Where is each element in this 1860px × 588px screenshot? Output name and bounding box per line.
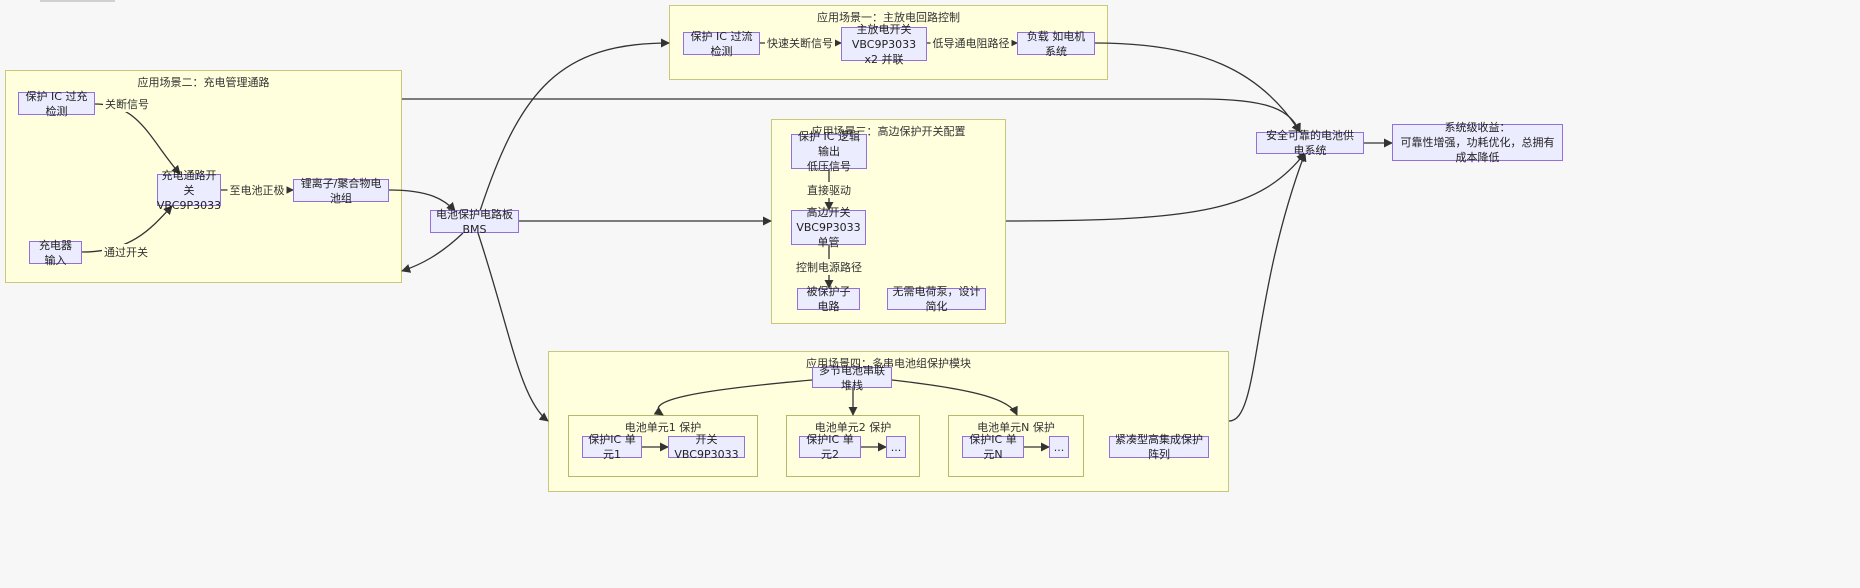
node-bms-board[interactable]: 电池保护电路板 BMS [430,208,519,236]
node-cn-more[interactable]: ... [1049,436,1069,458]
edge-stack-cn [891,379,1018,416]
node-safe-power-system[interactable]: 安全可靠的电池供电系统 [1256,129,1364,157]
node-s2-charger-input[interactable]: 充电器输入 [29,239,82,267]
node-s3-protected-subcircuit[interactable]: 被保护子电路 [797,285,860,313]
edge-label-to-pos: 至电池正极 [227,182,287,198]
cluster-title-scenario-2: 应用场景二：充电管理通路 [137,76,270,89]
cluster-title-cell-2: 电池单元2 保护 [814,421,892,434]
node-s4-battery-stack[interactable]: 多节电池串联堆栈 [812,364,892,392]
edge-bms-s4 [477,232,549,422]
edge-label-ctrl-path: 控制电源路径 [794,259,864,275]
node-c2-protection-ic[interactable]: 保护IC 单元2 [799,433,861,461]
edge-bms-s2 [401,232,464,273]
top-edge-line [40,0,115,2]
edge-label-fast-off: 快速关断信号 [765,35,835,51]
node-cn-protection-ic[interactable]: 保护IC 单元N [962,433,1024,461]
edge-label-via-sw: 通过开关 [102,244,150,260]
node-s1-main-switch[interactable]: 主放电开关 VBC9P3033 x2 并联 [841,23,927,66]
cluster-title-scenario-4: 应用场景四：多串电池组保护模块 [806,357,971,370]
cluster-title-cell-n: 电池单元N 保护 [977,421,1055,434]
edge-bat-bms [388,189,456,212]
edge-chg-s2sw [81,205,173,253]
edge-bms-s1 [479,38,670,212]
edge-label-direct: 直接驱动 [805,182,853,198]
edge-label-low-r: 低导通电阻路径 [930,35,1012,51]
edge-s2-safe [402,98,1301,133]
node-system-benefit[interactable]: 系统级收益： 可靠性增强，功耗优化，总拥有成本降低 [1392,121,1563,164]
node-c2-more[interactable]: ... [886,436,906,458]
node-s1-load[interactable]: 负载 如电机 系统 [1017,30,1095,58]
node-s3-note[interactable]: 无需电荷泵，设计简化 [887,285,986,313]
edge-load-safe [1094,42,1301,133]
edge-s2ic-s2sw [94,103,181,175]
node-s4-note[interactable]: 紧凑型高集成保护阵列 [1109,433,1209,461]
edge-label-off-sig: 关断信号 [103,96,151,112]
node-s3-high-side-switch[interactable]: 高边开关 VBC9P3033 单管 [791,206,866,249]
cluster-title-scenario-1: 应用场景一：主放电回路控制 [817,11,960,24]
node-s2-battery-pack[interactable]: 锂离子/聚合物电池组 [293,177,389,205]
edge-s3-safe [1005,152,1306,222]
node-s2-protection-ic[interactable]: 保护 IC 过充检测 [18,90,95,118]
node-c1-switch[interactable]: 开关 VBC9P3033 [668,433,745,461]
edge-s4-safe [1228,152,1307,422]
cluster-title-cell-1: 电池单元1 保护 [624,421,702,434]
node-s1-protection-ic[interactable]: 保护 IC 过流检测 [683,30,760,58]
node-s2-charge-switch[interactable]: 充电通路开关 VBC9P3033 [156,168,222,212]
edge-stack-c1 [653,379,813,416]
node-s3-protection-ic[interactable]: 保护 IC 逻辑输出 低压信号 [791,130,867,173]
node-c1-protection-ic[interactable]: 保护IC 单元1 [582,433,642,461]
